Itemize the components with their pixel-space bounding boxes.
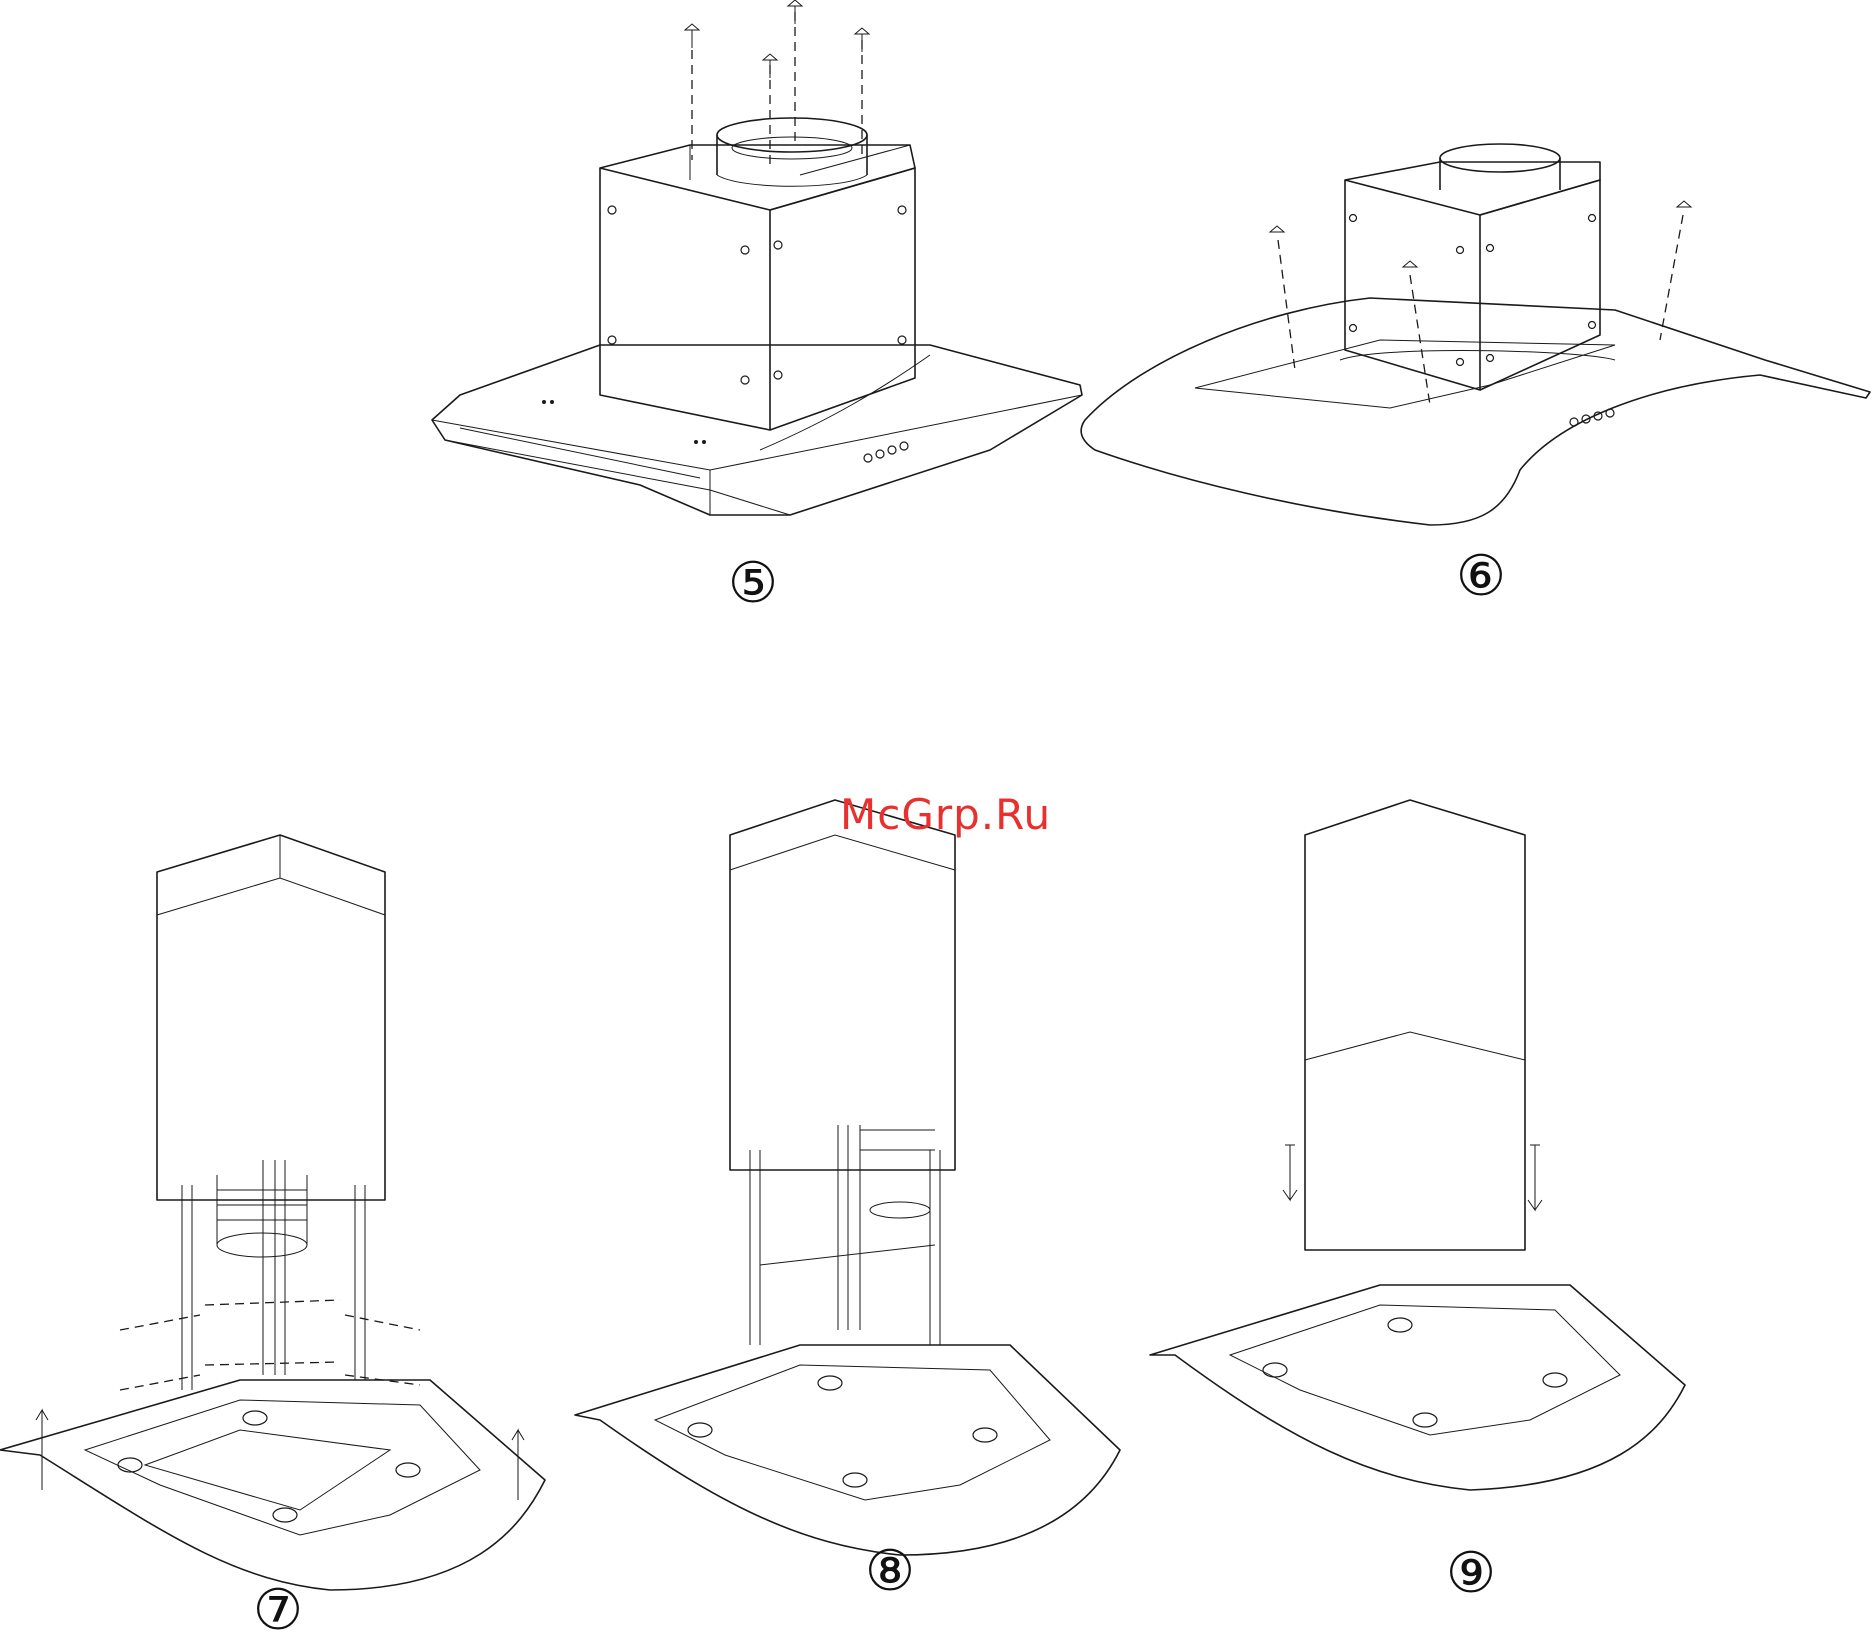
step-7-label: ⑦ xyxy=(243,1576,313,1646)
step-7-figure xyxy=(0,835,545,1590)
step-9-label: ⑨ xyxy=(1436,1539,1506,1609)
step-5-figure xyxy=(432,0,1082,515)
step-6-figure xyxy=(1081,144,1870,525)
step-8-figure xyxy=(575,800,1120,1555)
step-8-label: ⑧ xyxy=(855,1537,925,1607)
step-9-figure xyxy=(1150,800,1685,1490)
step-6-label: ⑥ xyxy=(1446,542,1516,612)
step-5-label: ⑤ xyxy=(718,549,788,619)
watermark-text: McGrp.Ru xyxy=(840,790,1051,839)
